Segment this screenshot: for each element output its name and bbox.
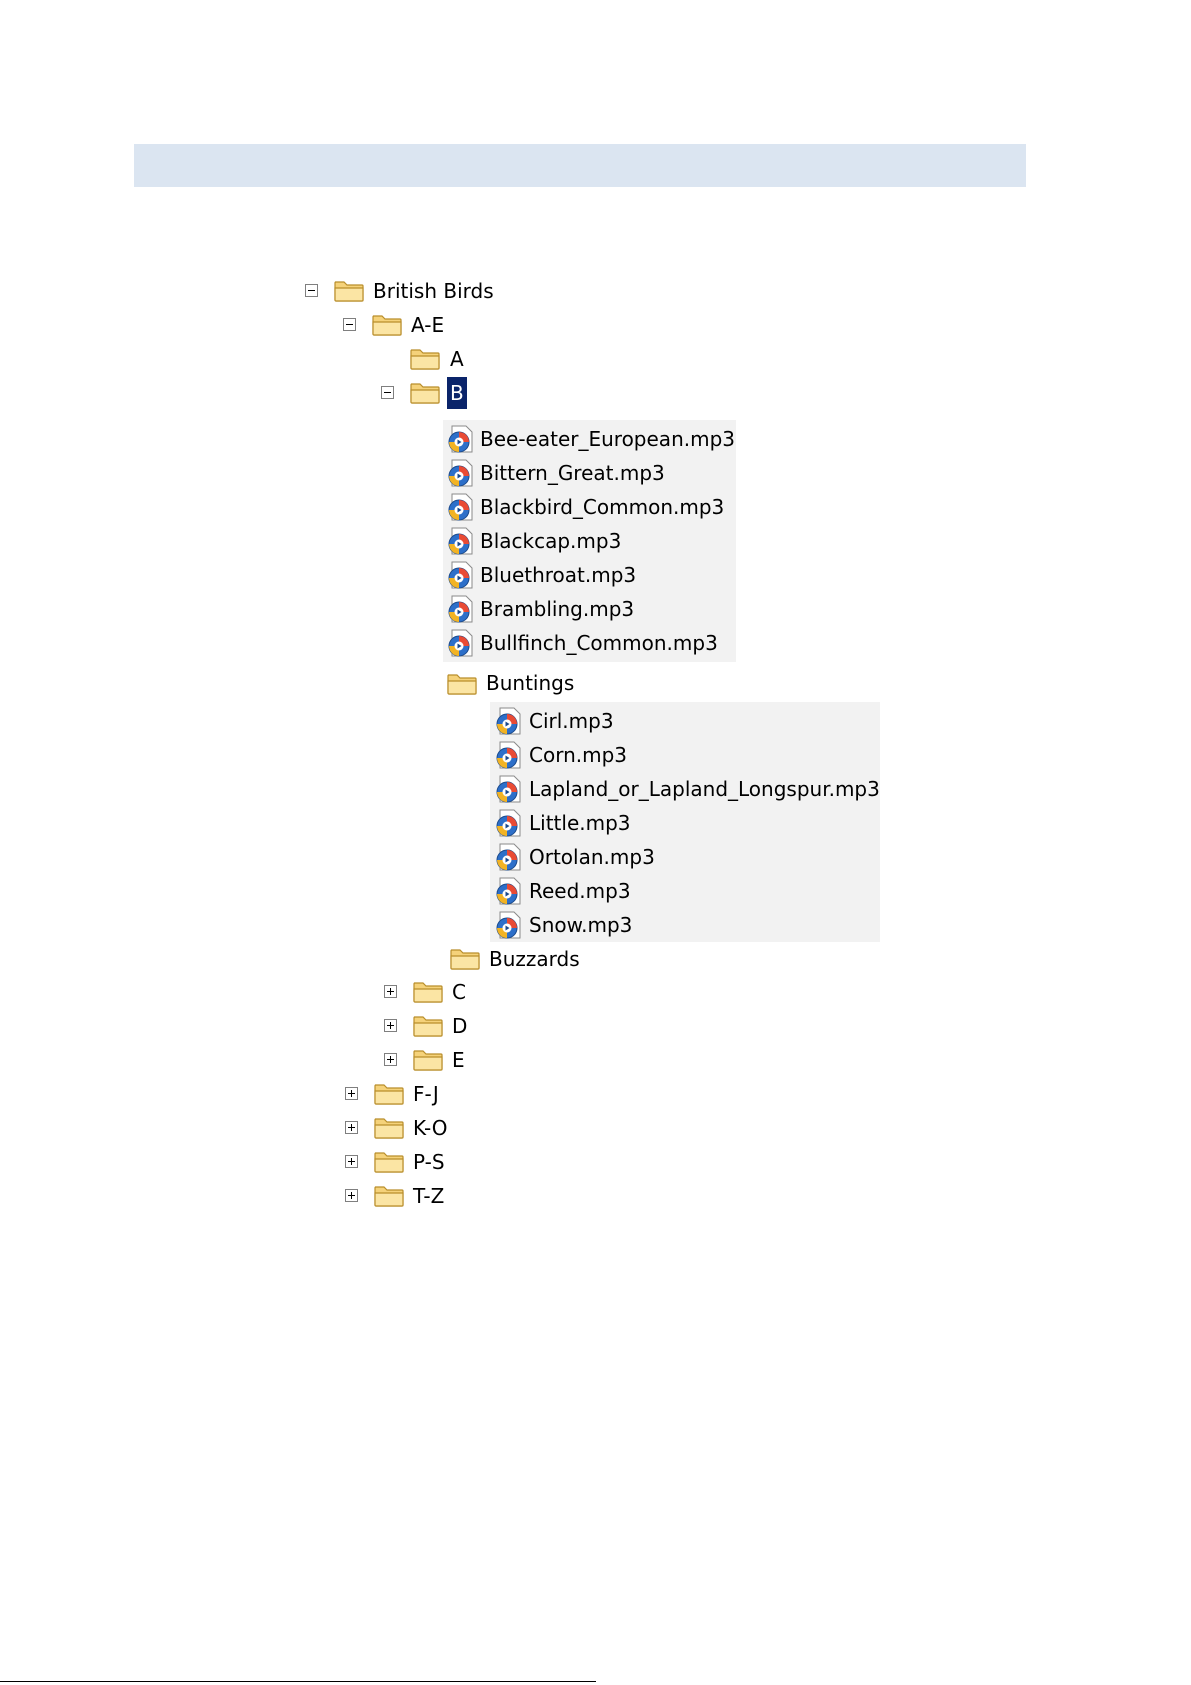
file-item-label: Lapland_or_Lapland_Longspur.mp3 <box>529 773 880 805</box>
folder-open-icon <box>409 380 441 404</box>
file-item[interactable]: Bullfinch_Common.mp3 <box>480 627 718 659</box>
mp3-file-icon <box>446 492 476 522</box>
tree-node-buntings[interactable]: Buntings <box>486 667 574 699</box>
mp3-file-icon <box>494 842 524 872</box>
tree-node-a-e[interactable]: A-E <box>411 309 444 341</box>
folder-open-icon <box>333 278 365 302</box>
mp3-file-icon <box>446 560 476 590</box>
tree-node-b[interactable]: B <box>447 377 467 409</box>
tree-node-c[interactable]: C <box>452 976 466 1008</box>
file-item-label: Blackcap.mp3 <box>480 525 621 557</box>
header-band <box>134 144 1026 187</box>
tree-node-label: E <box>452 1044 465 1076</box>
tree-node-label: F-J <box>413 1078 439 1110</box>
file-item-label: Bullfinch_Common.mp3 <box>480 627 718 659</box>
expand-toggle-icon[interactable] <box>345 1087 358 1100</box>
file-item[interactable]: Cirl.mp3 <box>529 705 614 737</box>
tree-node-label: C <box>452 976 466 1008</box>
expand-toggle-icon[interactable] <box>384 1019 397 1032</box>
tree-node-label-selected: B <box>447 377 467 409</box>
folder-icon <box>412 1013 444 1037</box>
file-item[interactable]: Brambling.mp3 <box>480 593 634 625</box>
mp3-file-icon <box>446 526 476 556</box>
tree-node-buzzards[interactable]: Buzzards <box>489 943 580 975</box>
tree-node-british-birds[interactable]: British Birds <box>373 275 494 307</box>
folder-icon <box>373 1149 405 1173</box>
file-item-label: Bluethroat.mp3 <box>480 559 636 591</box>
tree-node-k-o[interactable]: K-O <box>413 1112 448 1144</box>
mp3-file-icon <box>494 740 524 770</box>
file-item-label: Brambling.mp3 <box>480 593 634 625</box>
folder-icon <box>412 979 444 1003</box>
folder-icon <box>412 1047 444 1071</box>
file-item[interactable]: Snow.mp3 <box>529 909 632 941</box>
tree-node-f-j[interactable]: F-J <box>413 1078 439 1110</box>
tree-node-p-s[interactable]: P-S <box>413 1146 445 1178</box>
file-item[interactable]: Bittern_Great.mp3 <box>480 457 665 489</box>
mp3-file-icon <box>446 424 476 454</box>
folder-open-icon <box>371 312 403 336</box>
file-item[interactable]: Lapland_or_Lapland_Longspur.mp3 <box>529 773 880 805</box>
folder-icon <box>373 1115 405 1139</box>
tree-node-label: T-Z <box>413 1180 444 1212</box>
expand-toggle-icon[interactable] <box>384 1053 397 1066</box>
file-item[interactable]: Ortolan.mp3 <box>529 841 655 873</box>
folder-open-icon <box>446 671 478 695</box>
tree-node-label: P-S <box>413 1146 445 1178</box>
file-item[interactable]: Bee-eater_European.mp3 <box>480 423 735 455</box>
file-item-label: Little.mp3 <box>529 807 631 839</box>
footer-divider <box>0 1681 596 1682</box>
tree-node-a[interactable]: A <box>450 343 464 375</box>
mp3-file-icon <box>494 774 524 804</box>
file-item[interactable]: Blackcap.mp3 <box>480 525 621 557</box>
file-item[interactable]: Little.mp3 <box>529 807 631 839</box>
tree-node-d[interactable]: D <box>452 1010 467 1042</box>
file-item-label: Reed.mp3 <box>529 875 631 907</box>
tree-node-label: D <box>452 1010 467 1042</box>
collapse-toggle-icon[interactable] <box>381 386 394 399</box>
file-item-label: Snow.mp3 <box>529 909 632 941</box>
folder-icon <box>409 346 441 370</box>
mp3-file-icon <box>446 594 476 624</box>
folder-icon <box>449 946 481 970</box>
mp3-file-icon <box>494 808 524 838</box>
tree-node-label: K-O <box>413 1112 448 1144</box>
file-item[interactable]: Blackbird_Common.mp3 <box>480 491 724 523</box>
collapse-toggle-icon[interactable] <box>305 284 318 297</box>
file-item-label: Cirl.mp3 <box>529 705 614 737</box>
file-item-label: Bittern_Great.mp3 <box>480 457 665 489</box>
file-item-label: Corn.mp3 <box>529 739 627 771</box>
tree-node-t-z[interactable]: T-Z <box>413 1180 444 1212</box>
folder-icon <box>373 1081 405 1105</box>
expand-toggle-icon[interactable] <box>345 1121 358 1134</box>
mp3-file-icon <box>494 910 524 940</box>
tree-node-label: A <box>450 343 464 375</box>
file-item-label: Ortolan.mp3 <box>529 841 655 873</box>
tree-node-e[interactable]: E <box>452 1044 465 1076</box>
file-item[interactable]: Reed.mp3 <box>529 875 631 907</box>
file-item[interactable]: Bluethroat.mp3 <box>480 559 636 591</box>
file-item-label: Bee-eater_European.mp3 <box>480 423 735 455</box>
tree-node-label: Buzzards <box>489 943 580 975</box>
mp3-file-icon <box>446 458 476 488</box>
expand-toggle-icon[interactable] <box>345 1155 358 1168</box>
tree-node-label: Buntings <box>486 667 574 699</box>
expand-toggle-icon[interactable] <box>384 985 397 998</box>
mp3-file-icon <box>494 876 524 906</box>
tree-node-label: British Birds <box>373 275 494 307</box>
file-item-label: Blackbird_Common.mp3 <box>480 491 724 523</box>
file-item[interactable]: Corn.mp3 <box>529 739 627 771</box>
mp3-file-icon <box>494 706 524 736</box>
collapse-toggle-icon[interactable] <box>343 318 356 331</box>
tree-node-label: A-E <box>411 309 444 341</box>
mp3-file-icon <box>446 628 476 658</box>
expand-toggle-icon[interactable] <box>345 1189 358 1202</box>
folder-icon <box>373 1183 405 1207</box>
